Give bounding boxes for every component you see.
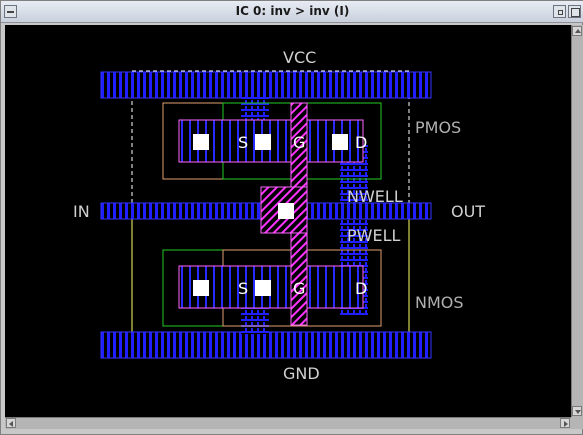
window-title: IC 0: inv > inv (I) (235, 4, 350, 18)
gnd-label: GND (283, 364, 320, 383)
maximize-button[interactable] (568, 5, 581, 18)
scroll-down-arrow-icon[interactable] (572, 406, 582, 416)
pmos-label: PMOS (415, 118, 461, 137)
nmos-drain-label: D (355, 279, 367, 298)
out-label: OUT (451, 202, 485, 221)
window-menu-button[interactable] (4, 5, 17, 18)
layout-canvas[interactable]: VCC GND IN OUT PMOS NMOS NWELL PWELL S G… (5, 25, 571, 417)
nmos-gate-label: G (293, 279, 305, 298)
scroll-left-arrow-icon[interactable] (6, 418, 16, 428)
scroll-right-arrow-icon[interactable] (560, 418, 570, 428)
title-bar[interactable]: IC 0: inv > inv (I) (1, 1, 583, 23)
gnd-rail (100, 331, 432, 359)
in-label: IN (73, 202, 90, 221)
layout-drawing: VCC GND IN OUT PMOS NMOS NWELL PWELL S G… (73, 48, 485, 383)
vcc-rail (100, 71, 432, 99)
nmos-source-contact-2 (255, 280, 271, 296)
pwell-label: PWELL (347, 226, 400, 245)
pmos-source-contact-1 (193, 134, 209, 150)
nmos-source-contact-1 (193, 280, 209, 296)
nmos-source-label: S (238, 279, 248, 298)
pmos-gate-label: G (293, 133, 305, 152)
input-poly-contact (278, 203, 294, 219)
pmos-source-contact-2 (255, 134, 271, 150)
vertical-scrollbar[interactable] (571, 25, 583, 417)
minimize-button[interactable] (553, 5, 566, 18)
pmos-source-label: S (238, 133, 248, 152)
pmos-drain-contact (332, 134, 348, 150)
nmos-label: NMOS (415, 293, 464, 312)
pmos-drain-label: D (355, 133, 367, 152)
scroll-up-arrow-icon[interactable] (572, 26, 582, 36)
horizontal-scrollbar[interactable] (5, 417, 571, 429)
scroll-corner (571, 417, 583, 429)
nwell-label: NWELL (347, 187, 403, 206)
vcc-label: VCC (283, 48, 316, 67)
